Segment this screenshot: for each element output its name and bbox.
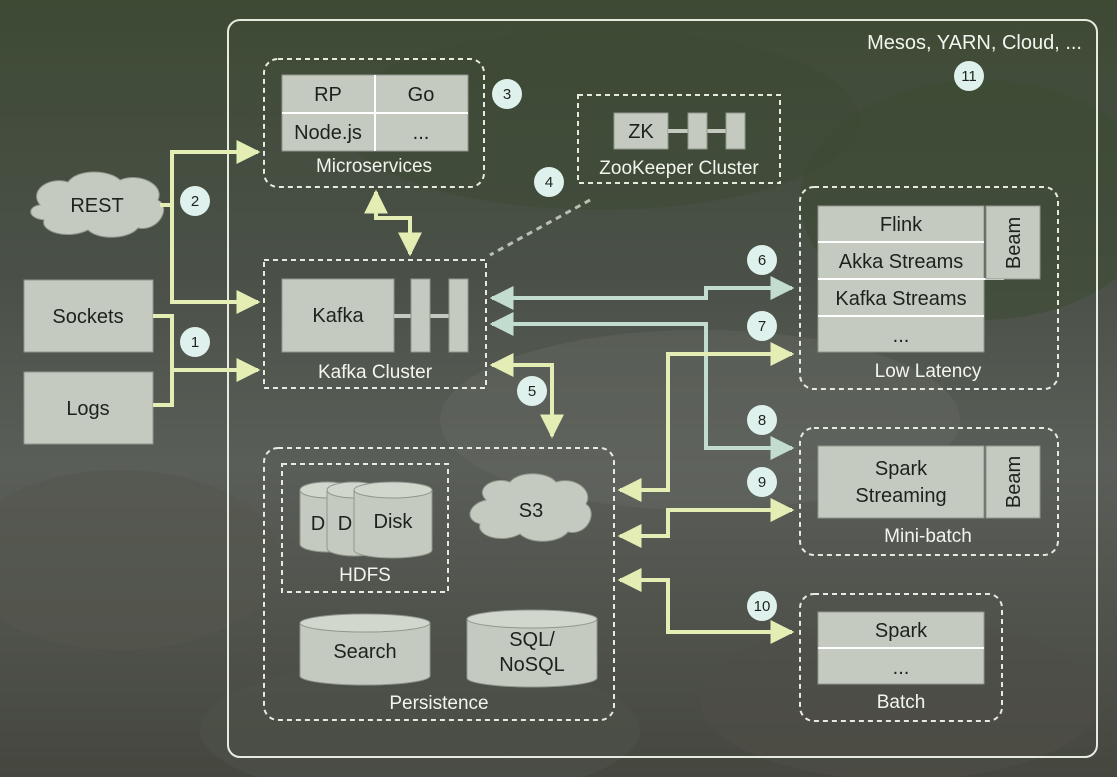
batch-engines: Spark ... [817,611,985,685]
svg-text:NoSQL: NoSQL [499,654,565,676]
badge-10: 10 [747,591,777,621]
svg-text:D: D [311,513,325,535]
zookeeper-region [577,94,781,184]
sockets-box: Sockets [23,279,154,353]
microservices-caption: Microservices [316,156,432,177]
badge-6: 6 [747,245,777,275]
kafka-caption: Kafka Cluster [318,362,433,383]
badge-1: 1 [180,327,210,357]
badge-5: 5 [517,376,547,406]
microservice-more: ... [413,122,430,144]
low-latency-caption: Low Latency [875,361,982,382]
engine-spark: Spark [875,620,928,642]
source-arrows [153,140,261,407]
engine-spark-streaming-line1: Spark [875,458,928,480]
zookeeper-nodes: ZK [613,112,746,150]
svg-text:7: 7 [758,318,766,335]
svg-text:Disk: Disk [374,511,414,533]
mini-batch-caption: Mini-batch [884,526,972,547]
badge-4: 4 [534,167,564,197]
microservice-nodejs: Node.js [294,122,362,144]
beam-label-low-latency: Beam [1003,217,1025,269]
microservices-kafka-arrow [364,189,422,257]
batch-caption: Batch [877,692,926,713]
hdfs-region [281,463,449,593]
svg-text:8: 8 [758,412,766,429]
sql-nosql-cylinder: SQL/ NoSQL [466,609,598,688]
svg-text:Sockets: Sockets [52,306,123,328]
engine-more: ... [893,325,910,347]
engine-flink: Flink [880,214,923,236]
zookeeper-caption: ZooKeeper Cluster [599,158,759,179]
svg-text:REST: REST [70,195,123,217]
svg-text:Kafka: Kafka [312,305,364,327]
microservices-region [263,58,485,188]
mini-batch-region [799,427,1059,556]
zookeeper-kafka-link [489,198,591,257]
svg-text:4: 4 [545,174,553,191]
svg-text:3: 3 [503,86,511,103]
svg-text:S3: S3 [519,500,543,522]
svg-text:SQL/: SQL/ [509,629,555,651]
rest-cloud: REST [30,171,164,238]
badge-7: 7 [747,311,777,341]
s3-cloud: S3 [469,473,592,542]
svg-text:Logs: Logs [66,398,109,420]
microservice-go: Go [408,84,435,106]
persistence-region [263,447,615,721]
batch-region [799,593,1003,722]
beam-label-mini-batch: Beam [1003,456,1025,508]
mini-batch-engines: Spark Streaming Beam [817,445,1041,519]
platform-frame [227,19,1098,758]
kafka-nodes: Kafka [281,278,469,353]
engine-kafka-streams: Kafka Streams [835,288,966,310]
hdfs-disks: D D Disk [299,481,433,559]
kafka-engine-arrows [489,276,795,460]
badge-9: 9 [747,467,777,497]
engine-spark-streaming-line2: Streaming [855,485,946,507]
low-latency-region [799,186,1059,390]
svg-text:6: 6 [758,252,766,269]
svg-text:5: 5 [528,383,536,400]
microservices-grid: RP Go Node.js ... [281,74,469,152]
badge-2: 2 [180,186,210,216]
badge-11: 11 [954,61,984,91]
engine-batch-more: ... [893,657,910,679]
kafka-region [263,259,487,389]
svg-text:9: 9 [758,474,766,491]
badge-3: 3 [492,79,522,109]
search-cylinder: Search [299,613,431,686]
low-latency-engines: Flink Akka Streams Kafka Streams ... Bea… [817,205,1041,353]
svg-text:1: 1 [191,334,199,351]
badge-8: 8 [747,405,777,435]
svg-text:D: D [338,513,352,535]
persistence-caption: Persistence [389,693,488,714]
engine-akka-streams: Akka Streams [839,251,963,273]
svg-text:10: 10 [754,598,771,615]
svg-text:ZK: ZK [628,121,654,143]
svg-text:Search: Search [333,641,396,663]
logs-box: Logs [23,371,154,445]
persistence-engine-arrows [617,342,795,644]
svg-text:2: 2 [191,193,199,210]
disk-cylinder-front: Disk [353,481,433,559]
platform-label: Mesos, YARN, Cloud, ... [867,32,1082,54]
microservice-rp: RP [314,84,342,106]
svg-text:11: 11 [961,68,977,85]
hdfs-caption: HDFS [339,565,391,586]
